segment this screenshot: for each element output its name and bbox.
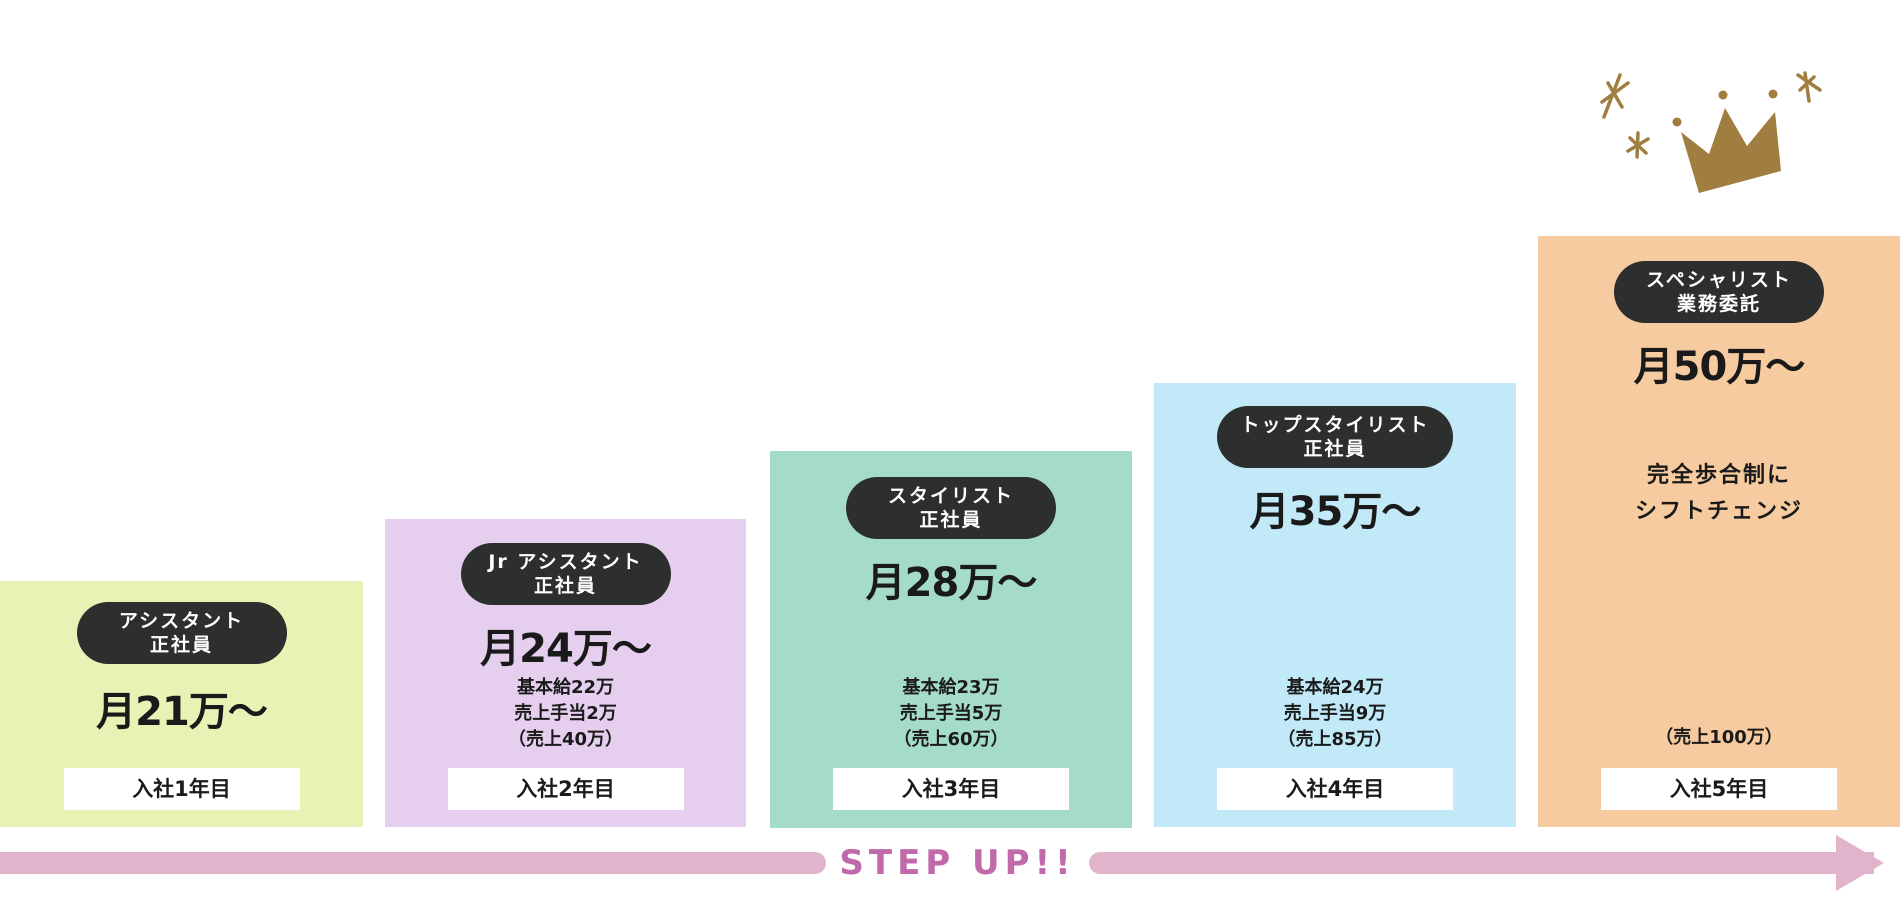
year-label: 入社3年目 [833, 768, 1069, 810]
employment-type: 正社員 [1303, 438, 1367, 460]
arrow-right-icon [1836, 835, 1884, 891]
salary-amount: 月24万〜 [480, 626, 652, 672]
employment-type: 正社員 [149, 634, 213, 656]
salary-amount: 月28万〜 [865, 560, 1038, 606]
sales-target: （売上60万） [893, 729, 1009, 750]
salary-amount: 月21万〜 [96, 689, 268, 735]
employment-type: 業務委託 [1676, 293, 1761, 315]
employment-type: 正社員 [533, 575, 597, 597]
role-badge: Jr アシスタント 正社員 [460, 543, 671, 605]
commission-note: 完全歩合制に シフトチェンジ [1538, 458, 1900, 530]
step-card-year-4: トップスタイリスト 正社員 月35万〜 基本給24万 売上手当9万 （売上85万… [1154, 383, 1516, 827]
year-label: 入社1年目 [63, 768, 300, 810]
salary-amount: 月35万〜 [1249, 489, 1422, 535]
role-badge: アシスタント 正社員 [76, 602, 287, 664]
step-card-year-3: スタイリスト 正社員 月28万〜 基本給23万 売上手当5万 （売上60万） 入… [770, 451, 1132, 828]
crown-icon [1600, 71, 1822, 193]
sales-target: （売上85万） [1277, 729, 1393, 750]
salary-breakdown: （売上100万） [1538, 725, 1900, 751]
sales-allowance: 売上手当2万 [514, 703, 617, 724]
role-label: スタイリスト [887, 485, 1014, 507]
progress-arrow-right-segment [1089, 852, 1874, 874]
role-badge: スペシャリスト 業務委託 [1614, 261, 1824, 323]
step-card-year-5: スペシャリスト 業務委託 月50万〜 完全歩合制に シフトチェンジ （売上100… [1538, 236, 1900, 827]
salary-breakdown: 基本給24万 売上手当9万 （売上85万） [1154, 675, 1516, 753]
role-label: Jr アシスタント [488, 551, 643, 573]
year-label: 入社2年目 [447, 768, 684, 810]
role-badge: スタイリスト 正社員 [846, 477, 1056, 539]
role-label: トップスタイリスト [1240, 414, 1430, 436]
role-label: アシスタント [118, 610, 245, 632]
base-pay: 基本給22万 [516, 677, 615, 698]
salary-breakdown: 基本給22万 売上手当2万 （売上40万） [385, 675, 746, 753]
employment-type: 正社員 [919, 509, 983, 531]
year-label: 入社5年目 [1601, 768, 1837, 810]
step-card-year-1: アシスタント 正社員 月21万〜 入社1年目 [0, 581, 363, 827]
commission-note-line-1: 完全歩合制に [1646, 463, 1791, 488]
step-up-label: STEP UP!! [839, 843, 1076, 883]
commission-note-line-2: シフトチェンジ [1634, 499, 1803, 524]
sales-target: （売上40万） [507, 729, 624, 750]
step-card-year-2: Jr アシスタント 正社員 月24万〜 基本給22万 売上手当2万 （売上40万… [385, 519, 746, 827]
sales-target: （売上100万） [1655, 727, 1783, 748]
salary-amount: 月50万〜 [1633, 344, 1806, 390]
base-pay: 基本給23万 [902, 677, 1000, 698]
sales-allowance: 売上手当5万 [899, 703, 1003, 724]
progress-arrow-left-segment [0, 852, 826, 874]
base-pay: 基本給24万 [1286, 677, 1384, 698]
role-badge: トップスタイリスト 正社員 [1217, 406, 1453, 468]
sales-allowance: 売上手当9万 [1283, 703, 1387, 724]
salary-breakdown: 基本給23万 売上手当5万 （売上60万） [770, 675, 1132, 753]
year-label: 入社4年目 [1217, 768, 1453, 810]
role-label: スペシャリスト [1646, 269, 1792, 291]
